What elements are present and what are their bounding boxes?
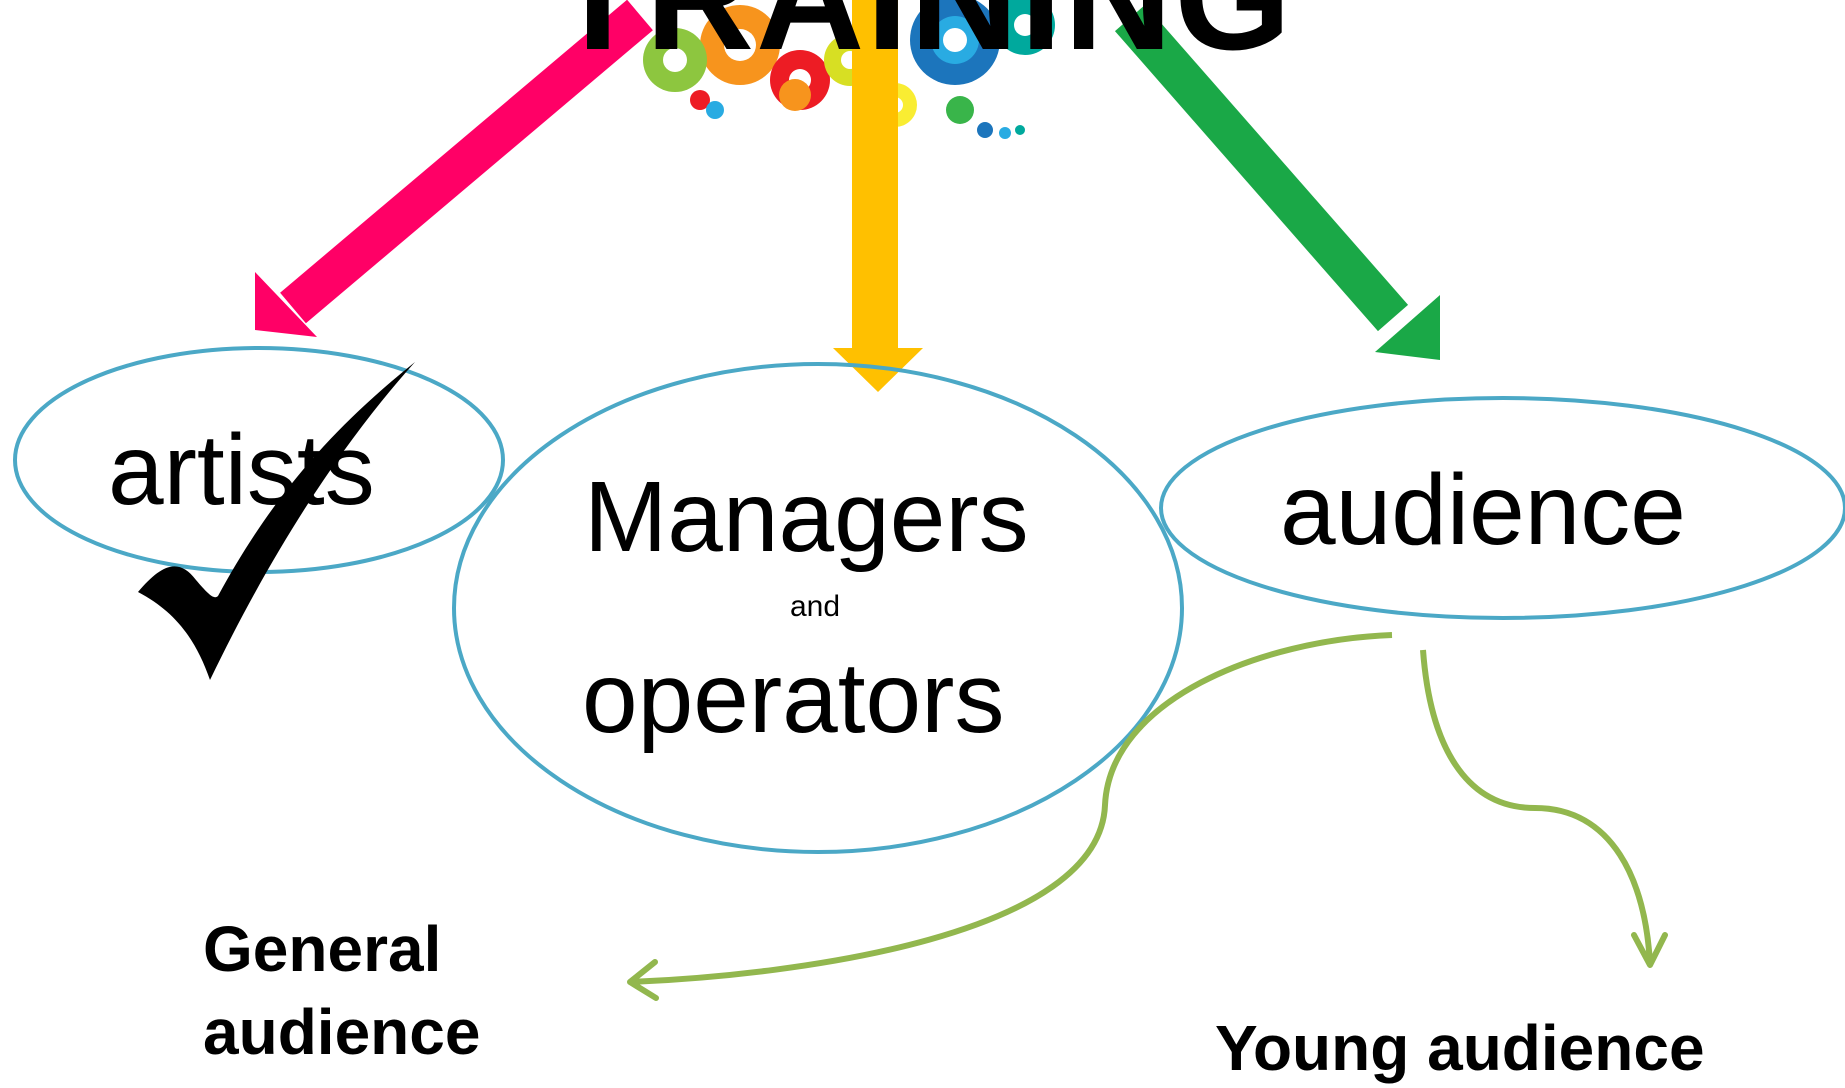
audience-label: audience [1280,454,1686,566]
checkmark-icon [138,362,415,680]
curve-to-young-audience [1420,649,1668,968]
arrow-to-audience [1114,4,1440,360]
arrow-to-managers [833,0,923,392]
managers-label: Managers [584,461,1029,573]
arrow-to-artists [255,0,653,337]
curve-to-general-audience [627,632,1393,1001]
managers-node-outline [452,362,1184,854]
audience-node-outline [1159,396,1845,620]
general-audience-line1: General [203,913,442,985]
general-audience-line2: audience [203,996,481,1068]
gears-cloud-image [643,0,1055,139]
young-audience-label: Young audience [1215,1012,1705,1084]
operators-label: operators [582,642,1005,754]
managers-and-label: and [790,590,841,623]
diagram-title: TRAINING [0,0,1845,72]
